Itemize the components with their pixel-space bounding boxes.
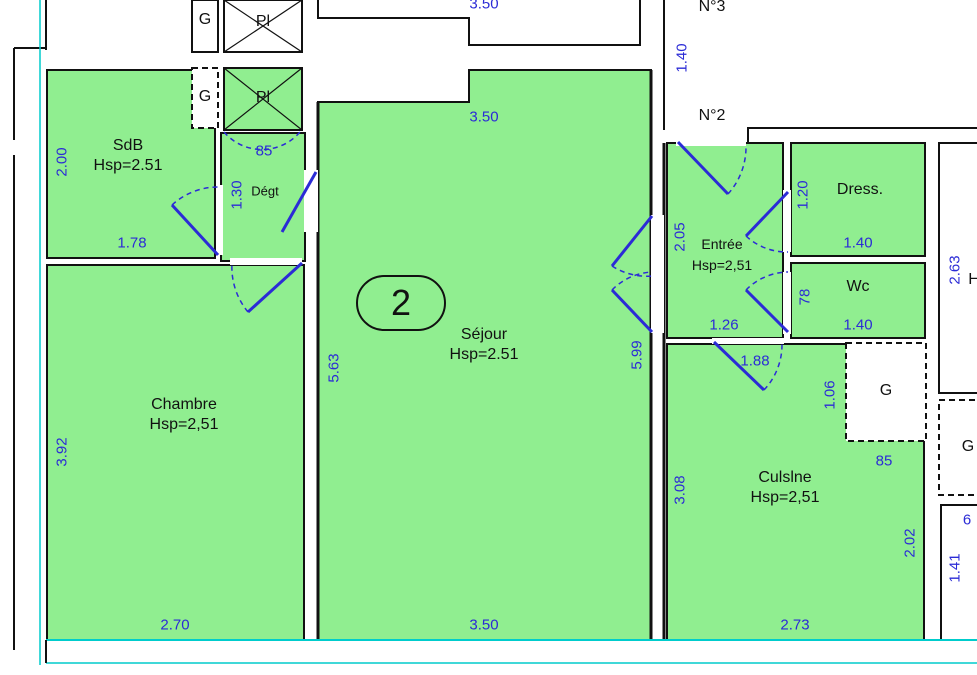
dimension-label: 1.40 [673,43,691,73]
room-height-chambre: Hsp=2,51 [149,416,219,433]
wall-segment [747,127,977,143]
neighbour-h [938,142,977,394]
dimension-label: 1.78 [117,234,147,252]
room-wc [790,262,926,339]
dimension-label: 3.08 [671,475,689,505]
room-name-entree: Entrée [701,236,743,252]
door-swings [170,131,790,392]
room-name-sejour: Séjour [460,326,508,343]
dimension-label: 3.50 [469,0,499,13]
dimension-label: 2.02 [901,528,919,558]
room-chambre [46,264,305,641]
door-opening [676,140,746,146]
dimension-label: 1.41 [946,553,964,583]
room-name-wc: Wc [846,278,870,295]
closet-label-g-top: G [198,11,212,28]
door-opening [712,338,784,344]
room-name-dress: Dress. [836,181,884,198]
dimension-label: 1.20 [794,180,812,210]
landing-label-n2: N°2 [698,107,726,124]
door-opening [651,215,664,333]
dimension-label: 5.63 [325,353,343,383]
closet-label-pl-mid: Pl [255,89,271,106]
dimension-label: 3.50 [469,108,499,126]
closet-label-pl-top: Pl [255,13,271,30]
dimension-label: 6 [962,511,972,529]
room-height-entree: Hsp=2,51 [691,257,753,273]
dimension-label: 78 [796,288,814,306]
room-sdb [46,69,216,259]
closet-label-g-kitchen: G [879,382,893,399]
dimension-label: 3.92 [53,437,71,467]
door-opening [216,185,223,255]
room-height-sdb: Hsp=2.51 [93,157,163,174]
closet-label-h-right: H [968,271,977,288]
dimension-label: 3.50 [469,616,499,634]
room-name-sdb: SdB [112,137,144,154]
dimension-label: 1.88 [740,352,770,370]
room-name-chambre: Chambre [151,396,217,413]
room-height-cuisine: Hsp=2,51 [750,489,820,506]
dimension-label: 2.63 [946,255,964,285]
dimension-label: 2.73 [780,616,810,634]
door-opening [230,258,302,265]
door-opening [783,272,791,334]
closet-cross [223,0,303,53]
room-dress [790,142,926,257]
dimension-label: 5.99 [628,340,646,370]
closet-g-kitchen [845,342,927,442]
dimension-label: 1.30 [228,180,246,210]
closet-g-mid [191,67,219,129]
room-height-sejour: Hsp=2.51 [449,346,519,363]
closet-g-top [191,0,219,53]
dimension-label: 85 [255,142,273,160]
closet-label-g-right: G [961,438,975,455]
dimension-label: 1.40 [843,234,873,252]
dimension-label: 2.70 [160,616,190,634]
wall-segment [317,0,641,46]
dimension-label: 1.06 [821,380,839,410]
closet-label-g-mid: G [198,88,212,105]
neighbour-g [938,399,977,496]
door-opening [783,190,791,252]
room-name-cuisine: Culslne [758,469,812,486]
closet-cross [223,67,303,131]
dimension-label: 85 [875,452,893,470]
landing-label-n3: N°3 [698,0,726,15]
dimension-label: 2.05 [671,222,689,252]
dimension-label: 1.40 [843,316,873,334]
dimension-label: 1.26 [709,316,739,334]
room-name-degt: Dégt [251,183,279,199]
neighbour-cut [940,504,977,641]
dimension-label: 2.00 [53,147,71,177]
apartment-number-badge: 2 [356,275,446,331]
